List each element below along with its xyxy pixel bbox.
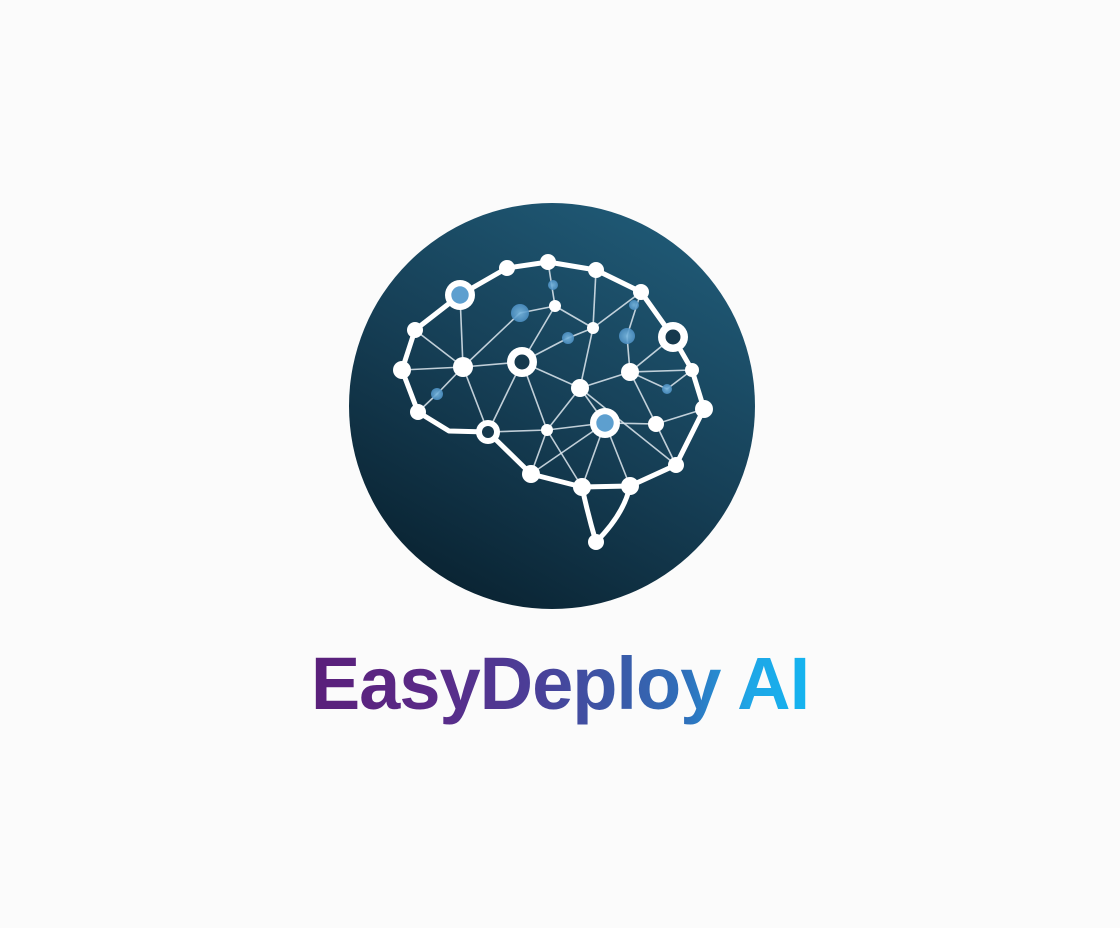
network-edge (546, 429, 583, 488)
network-node (541, 424, 553, 436)
network-node (540, 254, 556, 270)
network-edge (592, 269, 597, 329)
network-edge (414, 329, 464, 368)
network-edge (629, 371, 657, 425)
ring-nodes (445, 280, 688, 444)
network-node (571, 379, 589, 397)
accent-node (629, 300, 639, 310)
network-node (588, 534, 604, 550)
network-node (588, 262, 604, 278)
network-node (453, 357, 473, 377)
accent-node (562, 332, 574, 344)
network-node (668, 457, 684, 473)
network-edges (401, 261, 705, 488)
network-node (549, 300, 561, 312)
network-node (695, 400, 713, 418)
ring-node-center (596, 414, 614, 432)
accent-node (431, 388, 443, 400)
network-node (633, 284, 649, 300)
accent-node (662, 384, 672, 394)
network-edge (592, 291, 642, 329)
network-edge (401, 366, 464, 371)
network-node (573, 478, 591, 496)
accent-nodes (431, 280, 672, 400)
network-node (648, 416, 664, 432)
network-edge (462, 312, 521, 368)
network-edge (554, 305, 594, 329)
accent-node (619, 328, 635, 344)
network-edge (579, 387, 677, 466)
brain-network-icon (349, 203, 755, 609)
network-node (410, 404, 426, 420)
brand-name-text: EasyDeploy AI (310, 642, 810, 725)
network-node (587, 322, 599, 334)
network-node (393, 361, 411, 379)
accent-node (511, 304, 529, 322)
ring-node-center (514, 354, 530, 370)
network-node (685, 363, 699, 377)
brand-name: EasyDeploy AI (0, 636, 1120, 732)
network-node (621, 477, 639, 495)
network-node (407, 322, 423, 338)
network-node (522, 465, 540, 483)
accent-node (548, 280, 558, 290)
network-edge (579, 327, 594, 389)
network-nodes (393, 254, 713, 550)
ring-node-center (451, 286, 469, 304)
network-node (499, 260, 515, 276)
network-edge (629, 369, 693, 373)
ring-node-center (665, 329, 681, 345)
network-node (621, 363, 639, 381)
ring-node-center (482, 426, 494, 438)
